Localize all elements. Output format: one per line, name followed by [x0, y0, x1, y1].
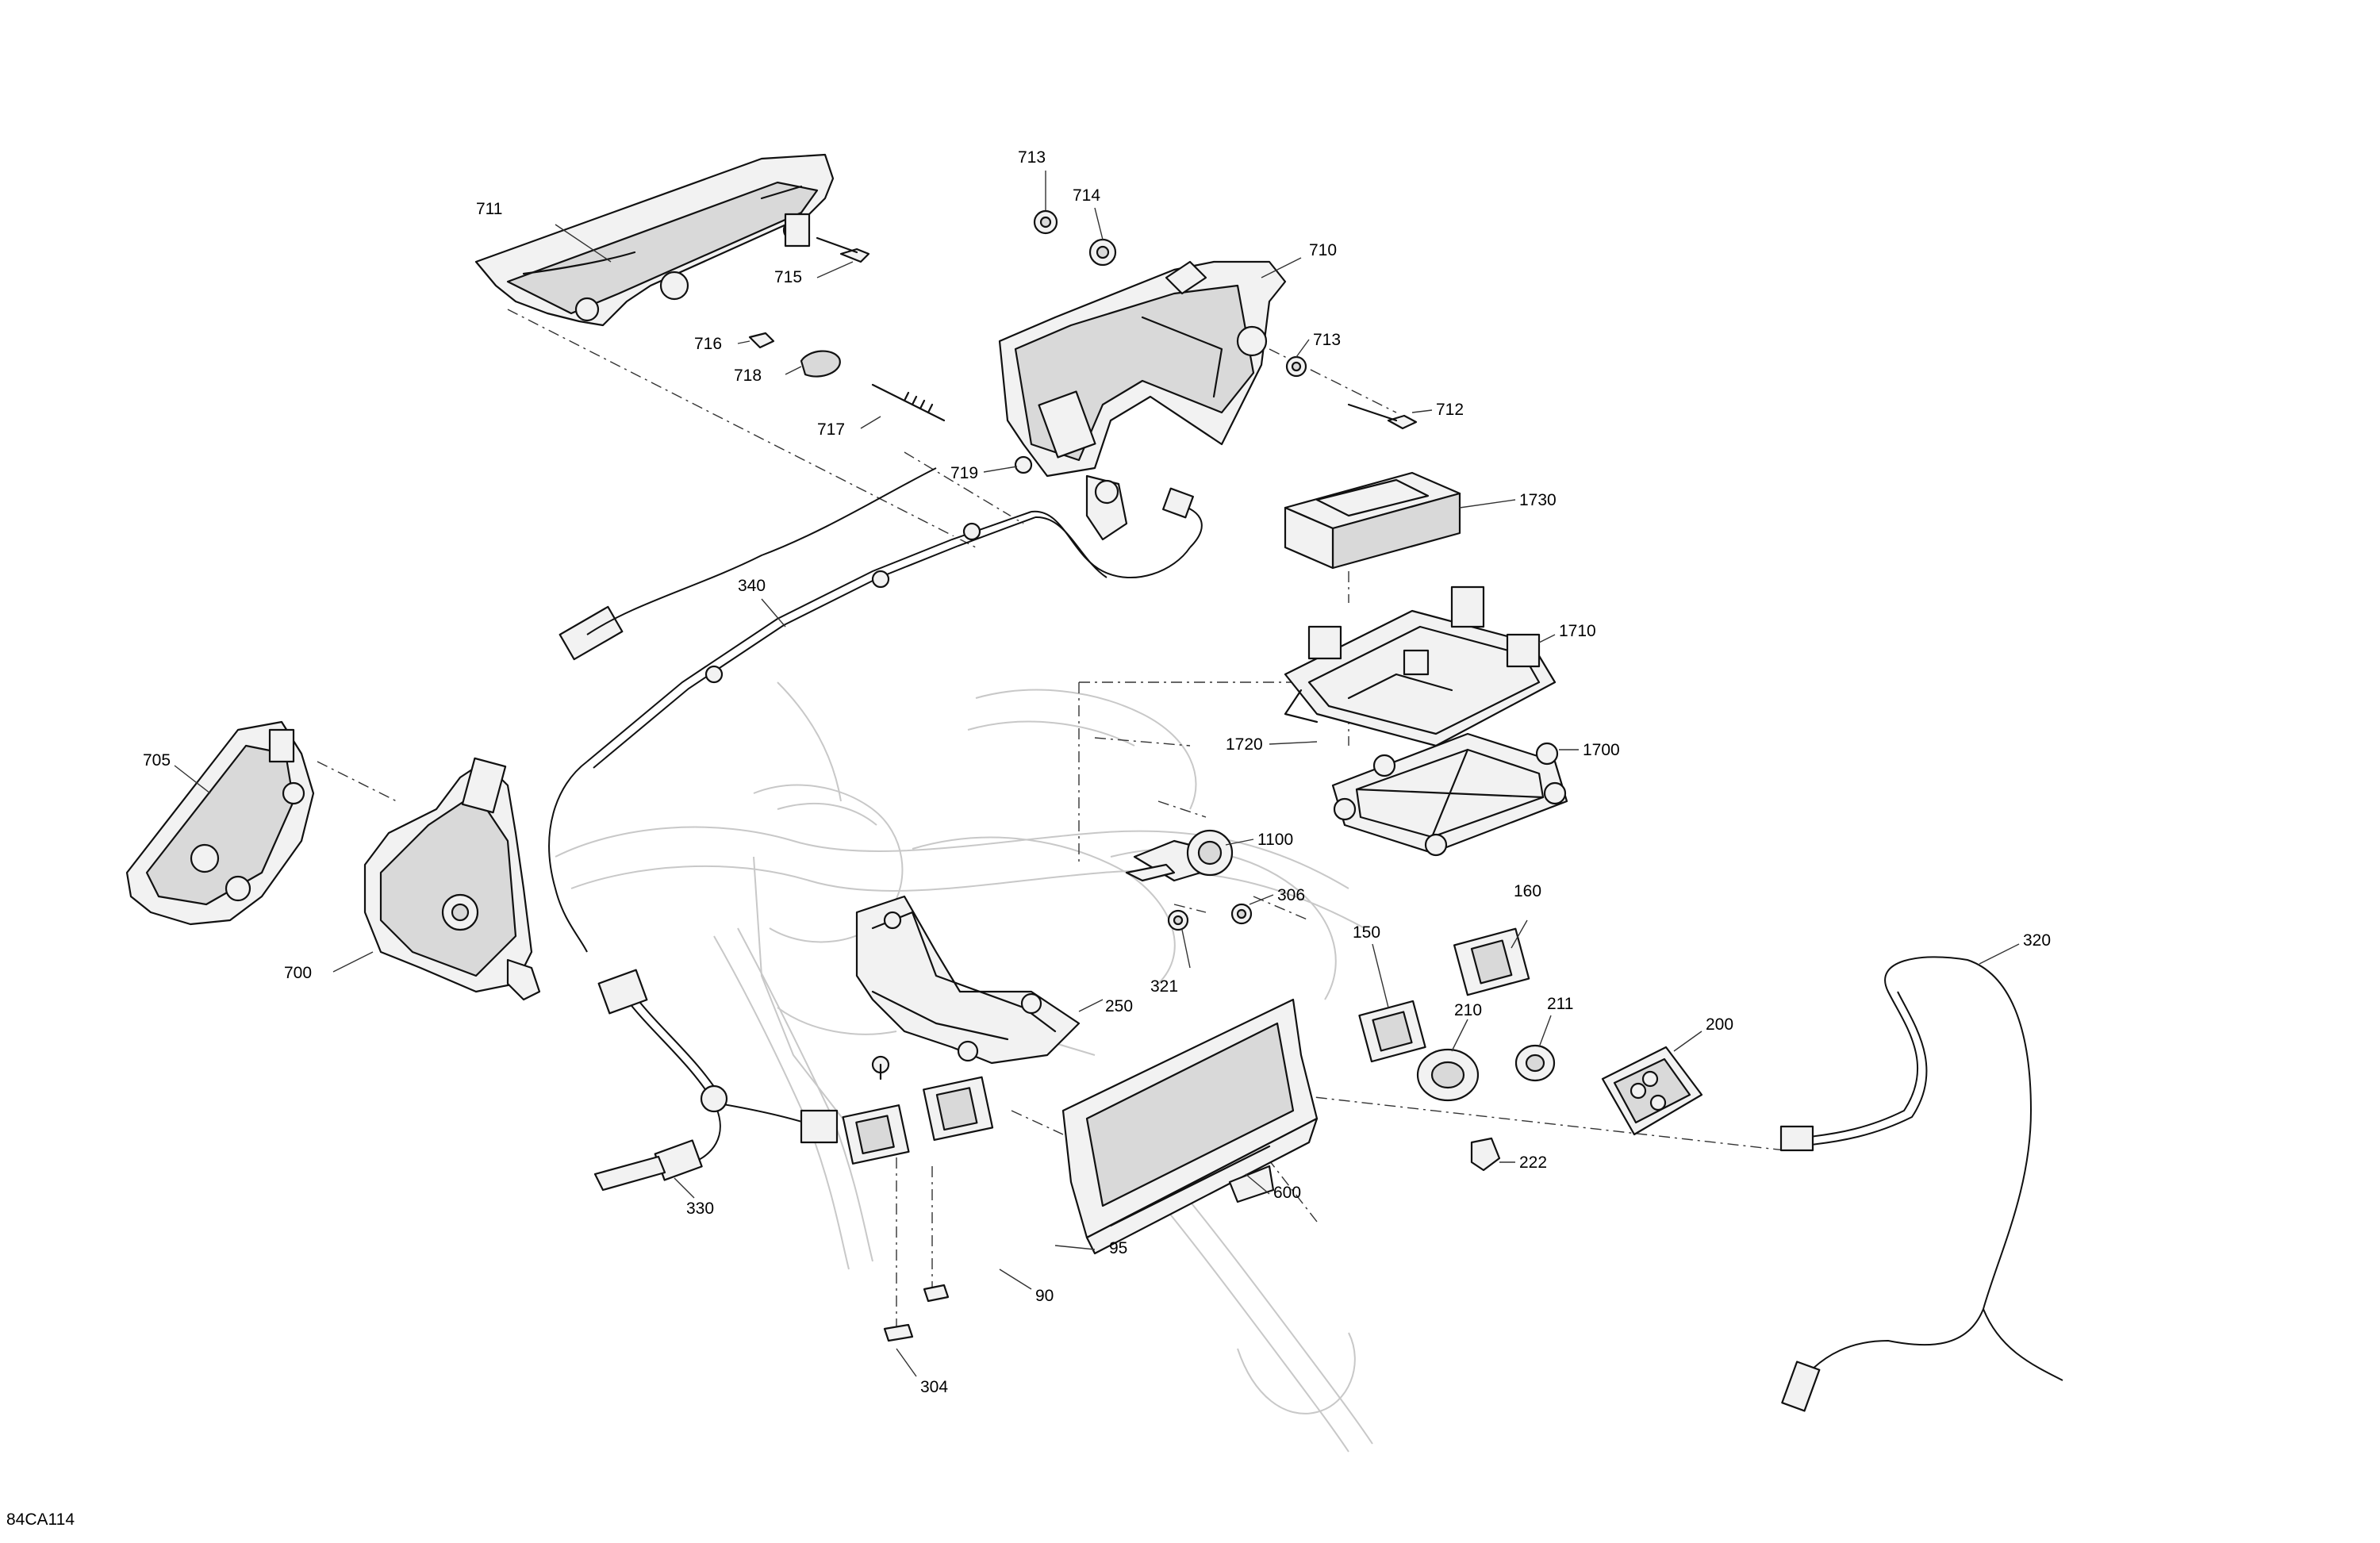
callout-713-top: 713 [1018, 148, 1046, 167]
callout-211: 211 [1547, 995, 1573, 1013]
callout-200: 200 [1706, 1015, 1733, 1034]
callout-340: 340 [738, 577, 766, 595]
callout-717: 717 [817, 420, 845, 439]
callout-716: 716 [694, 335, 722, 353]
callout-711: 711 [476, 200, 502, 218]
parts-90-95-switches [842, 1076, 994, 1165]
callout-304: 304 [920, 1378, 948, 1396]
part-711-housing [474, 153, 835, 327]
part-710-bracket [998, 260, 1287, 541]
callout-1720: 1720 [1226, 735, 1263, 754]
parts-210-211-222 [1416, 1044, 1556, 1172]
callout-210: 210 [1454, 1001, 1482, 1019]
callout-719: 719 [950, 464, 978, 482]
part-250-bracket [855, 895, 1081, 1065]
callout-715: 715 [774, 268, 802, 286]
callout-710: 710 [1309, 241, 1337, 259]
callout-1700: 1700 [1583, 741, 1620, 759]
callout-700: 700 [284, 964, 312, 982]
callout-222: 222 [1519, 1153, 1547, 1172]
callout-330: 330 [686, 1199, 714, 1218]
callout-labels: 711 713 714 715 710 716 713 718 712 717 … [143, 148, 2051, 1396]
part-600-cluster [1061, 998, 1319, 1255]
callout-1730: 1730 [1519, 491, 1557, 509]
callout-320: 320 [2023, 931, 2051, 950]
leader-lines [174, 171, 2020, 1377]
callout-90: 90 [1035, 1287, 1054, 1305]
callout-95: 95 [1109, 1239, 1127, 1257]
callout-718: 718 [734, 367, 762, 385]
part-340-harness [548, 467, 1203, 953]
callout-150: 150 [1353, 923, 1380, 942]
part-1730-pad [1284, 471, 1461, 570]
part-304-screws [883, 1284, 950, 1342]
fasteners-group [748, 209, 1418, 474]
part-705-housing [125, 720, 315, 926]
callout-1710: 1710 [1559, 622, 1596, 640]
callout-713-right: 713 [1313, 331, 1341, 349]
callout-705: 705 [143, 751, 171, 770]
callout-600: 600 [1273, 1184, 1301, 1202]
callout-250: 250 [1105, 997, 1133, 1015]
callout-306: 306 [1277, 886, 1305, 904]
screws-306-321 [871, 903, 1253, 1080]
part-700-bracket [363, 757, 541, 1001]
callout-712: 712 [1436, 401, 1464, 419]
part-1710-bracket [1284, 585, 1557, 747]
part-1100-ignition [1125, 829, 1234, 882]
part-330-connector [593, 969, 839, 1192]
parts-150-160-switches [1358, 927, 1530, 1063]
callout-1100: 1100 [1257, 831, 1293, 849]
callout-714: 714 [1073, 186, 1100, 205]
part-320-harness [1779, 956, 2063, 1412]
callout-160: 160 [1514, 882, 1541, 900]
part-200-controller [1601, 1046, 1703, 1136]
diagram-reference-code: 84CA114 [6, 1510, 75, 1529]
part-1700-tray [1331, 732, 1568, 857]
callout-321: 321 [1150, 977, 1178, 996]
